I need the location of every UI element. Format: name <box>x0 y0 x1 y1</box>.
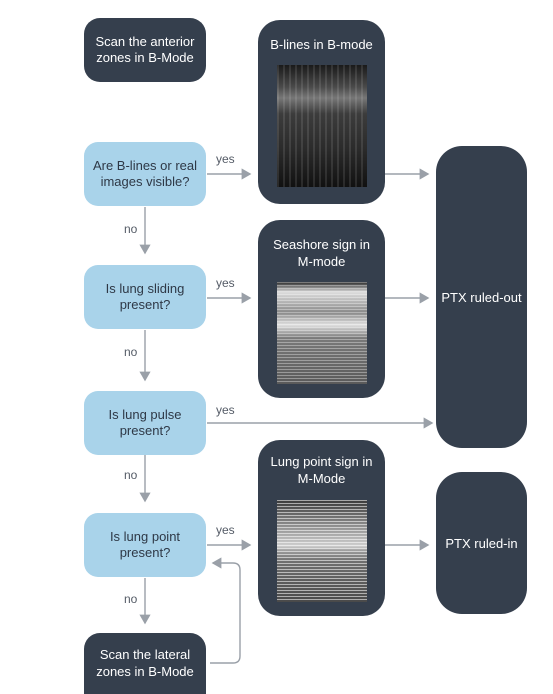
label-no-blines: no <box>124 222 138 236</box>
outcome-ptx-ruled-out: PTX ruled-out <box>436 146 527 448</box>
seashore-mmode-image <box>277 282 367 384</box>
label-yes-blines: yes <box>216 152 235 166</box>
panel-lungpoint: Lung point sign in M-Mode <box>258 440 385 616</box>
question-point-box: Is lung point present? <box>84 513 206 577</box>
bmode-ultrasound-image <box>277 65 367 187</box>
question-sliding-text: Is lung sliding present? <box>105 280 185 312</box>
question-blines-text: Are B-lines or real images visible? <box>92 157 198 189</box>
label-no-sliding: no <box>124 345 138 359</box>
panel-seashore: Seashore sign in M-mode <box>258 220 385 398</box>
question-sliding-box: Is lung sliding present? <box>84 265 206 329</box>
label-yes-sliding: yes <box>216 276 235 290</box>
scan-anterior-text: Scan the anterior zones in B-Mode <box>95 33 195 65</box>
outcome-ptx-ruled-out-text: PTX ruled-out <box>441 289 522 305</box>
arrow-lateral-loop <box>210 557 241 664</box>
question-point-text: Is lung point present? <box>109 528 181 560</box>
label-yes-pulse: yes <box>216 403 235 417</box>
label-yes-point: yes <box>216 523 235 537</box>
panel-blines: B-lines in B-mode <box>258 20 385 204</box>
scan-lateral-text: Scan the lateral zones in B-Mode <box>96 647 194 679</box>
question-pulse-box: Is lung pulse present? <box>84 391 206 455</box>
panel-blines-title: B-lines in B-mode <box>270 37 373 52</box>
panel-lungpoint-title: Lung point sign in M-Mode <box>270 454 373 486</box>
lungpoint-mmode-image <box>277 500 367 602</box>
outcome-ptx-ruled-in: PTX ruled-in <box>436 472 527 614</box>
question-blines-box: Are B-lines or real images visible? <box>84 142 206 206</box>
label-no-point: no <box>124 592 138 606</box>
panel-seashore-title: Seashore sign in M-mode <box>273 237 370 269</box>
scan-lateral-box: Scan the lateral zones in B-Mode <box>84 633 206 694</box>
label-no-pulse: no <box>124 468 138 482</box>
question-pulse-text: Is lung pulse present? <box>108 406 182 438</box>
outcome-ptx-ruled-in-text: PTX ruled-in <box>445 535 518 551</box>
scan-anterior-box: Scan the anterior zones in B-Mode <box>84 18 206 82</box>
